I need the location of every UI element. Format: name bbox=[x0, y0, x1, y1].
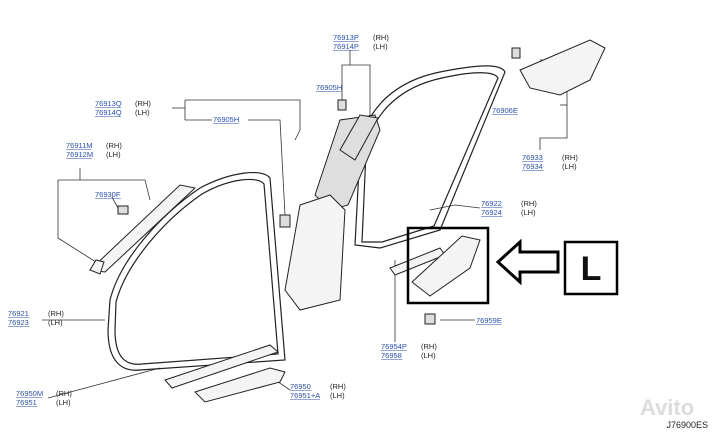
part-number: 76912M bbox=[66, 150, 93, 159]
side-label: (RH) bbox=[421, 342, 437, 351]
side-label: (RH) bbox=[330, 382, 346, 391]
part-number: 76950 bbox=[290, 382, 311, 391]
part-number: 76914P bbox=[333, 42, 359, 51]
highlight-callout: L bbox=[406, 226, 619, 305]
side-label: (RH) bbox=[373, 33, 389, 42]
side-label: (RH) bbox=[56, 389, 72, 398]
part-number: 76906E bbox=[492, 106, 518, 115]
side-label: (RH) bbox=[48, 309, 64, 318]
side-label: (RH) bbox=[135, 99, 151, 108]
side-label: (LH) bbox=[562, 162, 577, 171]
side-label: (LH) bbox=[48, 318, 63, 327]
side-label: (LH) bbox=[135, 108, 150, 117]
side-label: (LH) bbox=[521, 208, 536, 217]
center-pillar-trim bbox=[284, 114, 381, 311]
part-number: 76913P bbox=[333, 33, 359, 42]
rear-door-weatherstrip bbox=[354, 65, 506, 249]
leader-lines bbox=[42, 50, 568, 399]
side-label: (LH) bbox=[106, 150, 121, 159]
part-number: 76934 bbox=[522, 162, 543, 171]
rear-kicking-plate bbox=[389, 235, 481, 297]
part-number: 76924 bbox=[481, 208, 502, 217]
highlight-box bbox=[406, 226, 490, 305]
part-number: 76958 bbox=[381, 351, 402, 360]
part-number: 76923 bbox=[8, 318, 29, 327]
part-number: 76951 bbox=[16, 398, 37, 407]
part-number: 76954P bbox=[381, 342, 407, 351]
part-number: 76905H bbox=[213, 115, 239, 124]
a-pillar-trim bbox=[88, 184, 197, 275]
part-number: 76959E bbox=[476, 316, 502, 325]
highlight-letter: L bbox=[581, 250, 602, 288]
side-label: (RH) bbox=[521, 199, 537, 208]
side-label: (RH) bbox=[562, 153, 578, 162]
side-label: (RH) bbox=[106, 141, 122, 150]
letter-box bbox=[563, 240, 619, 296]
watermark: Avito bbox=[640, 395, 694, 420]
part-number: 76914Q bbox=[95, 108, 122, 117]
side-label: (LH) bbox=[330, 391, 345, 400]
part-number: 76913Q bbox=[95, 99, 122, 108]
drawing-code: J76900ES bbox=[666, 420, 708, 430]
front-kicking-plate bbox=[164, 344, 286, 403]
part-number: 76933 bbox=[522, 153, 543, 162]
part-number: 76951+A bbox=[290, 391, 320, 400]
callout-labels: 76913P76914P(RH)(LH)76905H76913Q76914Q(R… bbox=[8, 33, 578, 407]
part-number: 76911M bbox=[66, 141, 93, 150]
arrow-icon bbox=[495, 238, 560, 286]
clips bbox=[117, 47, 521, 325]
part-number: 76905H bbox=[316, 83, 342, 92]
part-number: 76922 bbox=[481, 199, 502, 208]
front-door-weatherstrip bbox=[107, 171, 286, 371]
rear-pillar-trim bbox=[519, 39, 606, 96]
side-label: (LH) bbox=[421, 351, 436, 360]
side-label: (LH) bbox=[373, 42, 388, 51]
part-number: 76930F bbox=[95, 190, 121, 199]
part-number: 76950M bbox=[16, 389, 43, 398]
side-label: (LH) bbox=[56, 398, 71, 407]
part-number: 76921 bbox=[8, 309, 29, 318]
